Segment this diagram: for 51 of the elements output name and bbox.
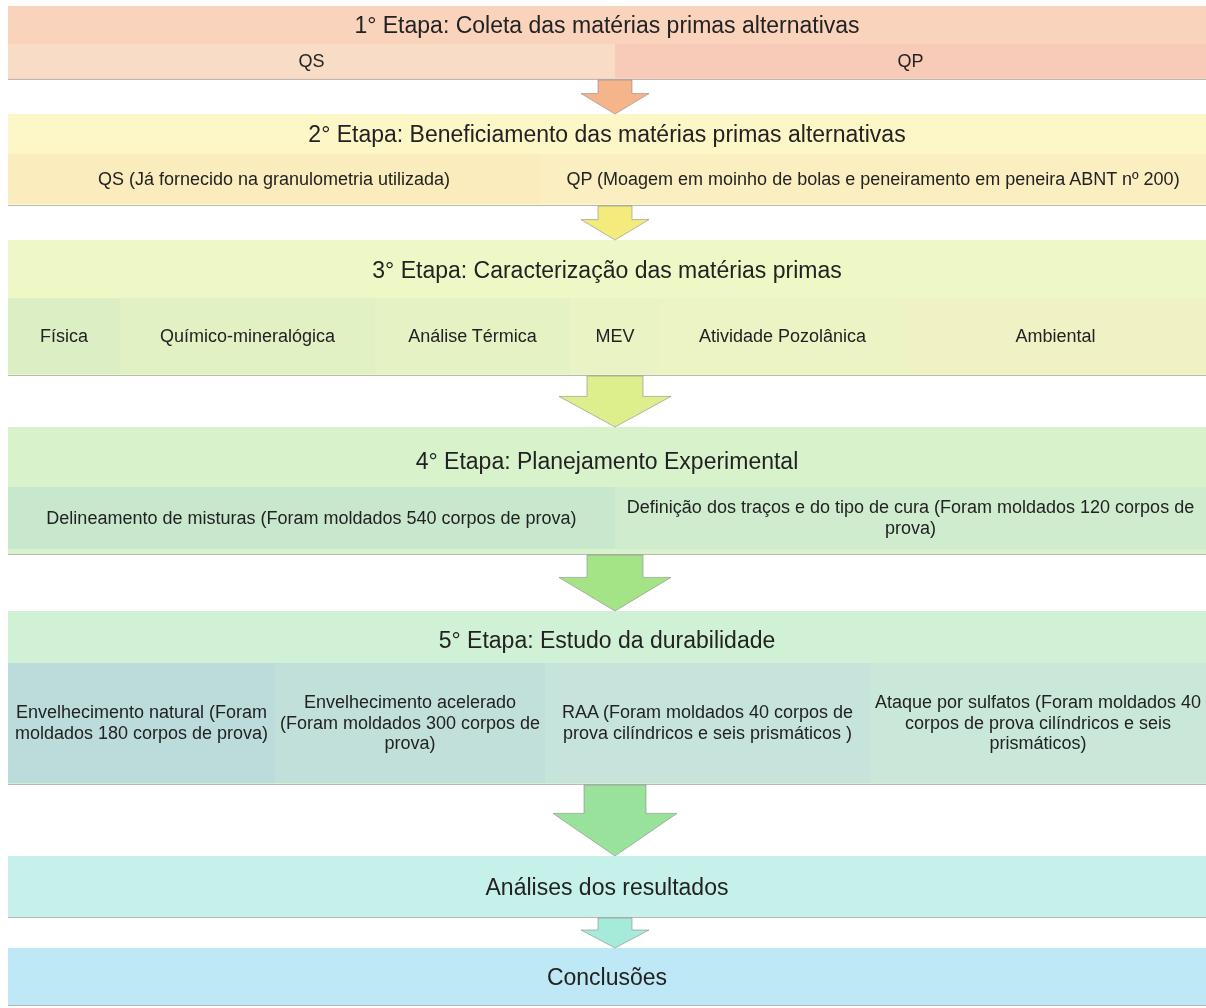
step-text: Envelhecimento acelerado (Foram moldados 300 corpos de prova) <box>279 691 541 755</box>
stage-heading: 2° Etapa: Beneficiamento das matérias primas alternativas <box>307 120 907 149</box>
step-text: Ambiental <box>1015 325 1096 347</box>
step-text: QP (Moagem em moinho de bolas e peneiramento em peneira ABNT nº 200) <box>566 168 1180 190</box>
step-text: Análise Térmica <box>408 325 537 347</box>
step-box <box>660 298 905 374</box>
step-box <box>275 663 545 783</box>
stage-heading: 3° Etapa: Caracterização das matérias primas <box>371 256 843 285</box>
step-box <box>615 44 1206 78</box>
step-box <box>570 298 660 374</box>
step-box <box>905 298 1206 374</box>
step-text: QS (Já fornecido na granulometria utilizada) <box>97 168 451 190</box>
step-box <box>120 298 375 374</box>
block-arrow <box>580 79 650 115</box>
stage-heading: 4° Etapa: Planejamento Experimental <box>414 447 800 476</box>
step-text: Delineamento de misturas (Foram moldados 540 corpos de prova) <box>46 507 577 529</box>
stage-heading: Análises dos resultados <box>484 873 730 902</box>
stage-band <box>8 6 1206 80</box>
stage-band <box>8 856 1206 918</box>
step-box <box>8 154 540 204</box>
step-text: QP <box>897 50 924 72</box>
step-box <box>8 44 615 78</box>
step-box <box>8 663 275 783</box>
step-text: RAA (Foram moldados 40 corpos de prova cilíndricos e seis prismáticos ) <box>560 702 855 744</box>
block-arrow <box>580 917 650 949</box>
step-box <box>545 663 870 783</box>
stage-band <box>8 611 1206 785</box>
stage-band <box>8 427 1206 555</box>
step-box <box>375 298 570 374</box>
step-box <box>8 298 120 374</box>
step-text: MEV <box>595 325 635 347</box>
step-text: QS <box>298 50 325 72</box>
step-text: Químico-mineralógica <box>159 325 336 347</box>
block-arrow <box>558 554 672 612</box>
step-box <box>540 154 1206 204</box>
block-arrow <box>580 205 650 241</box>
stage-band <box>8 240 1206 376</box>
stage-heading: Conclusões <box>545 963 669 992</box>
step-text: Envelhecimento natural (Foram moldados 180 corpos de prova) <box>13 702 270 744</box>
block-arrow <box>558 375 672 428</box>
step-box <box>870 663 1206 783</box>
step-text: Física <box>40 325 88 347</box>
stage-band <box>8 114 1206 206</box>
step-text: Definição dos traços e do tipo de cura (Foram moldados 120 corpos de prova) <box>625 497 1196 539</box>
step-box <box>8 487 615 549</box>
stage-band <box>8 948 1206 1006</box>
step-text: Atividade Pozolânica <box>698 325 867 347</box>
stage-heading: 1° Etapa: Coleta das matérias primas alternativas <box>353 11 861 40</box>
stage-heading: 5° Etapa: Estudo da durabilidade <box>437 626 777 655</box>
step-text: Ataque por sulfatos (Foram moldados 40 corpos de prova cilíndricos e seis prismáticos) <box>874 691 1202 755</box>
block-arrow <box>552 784 678 857</box>
